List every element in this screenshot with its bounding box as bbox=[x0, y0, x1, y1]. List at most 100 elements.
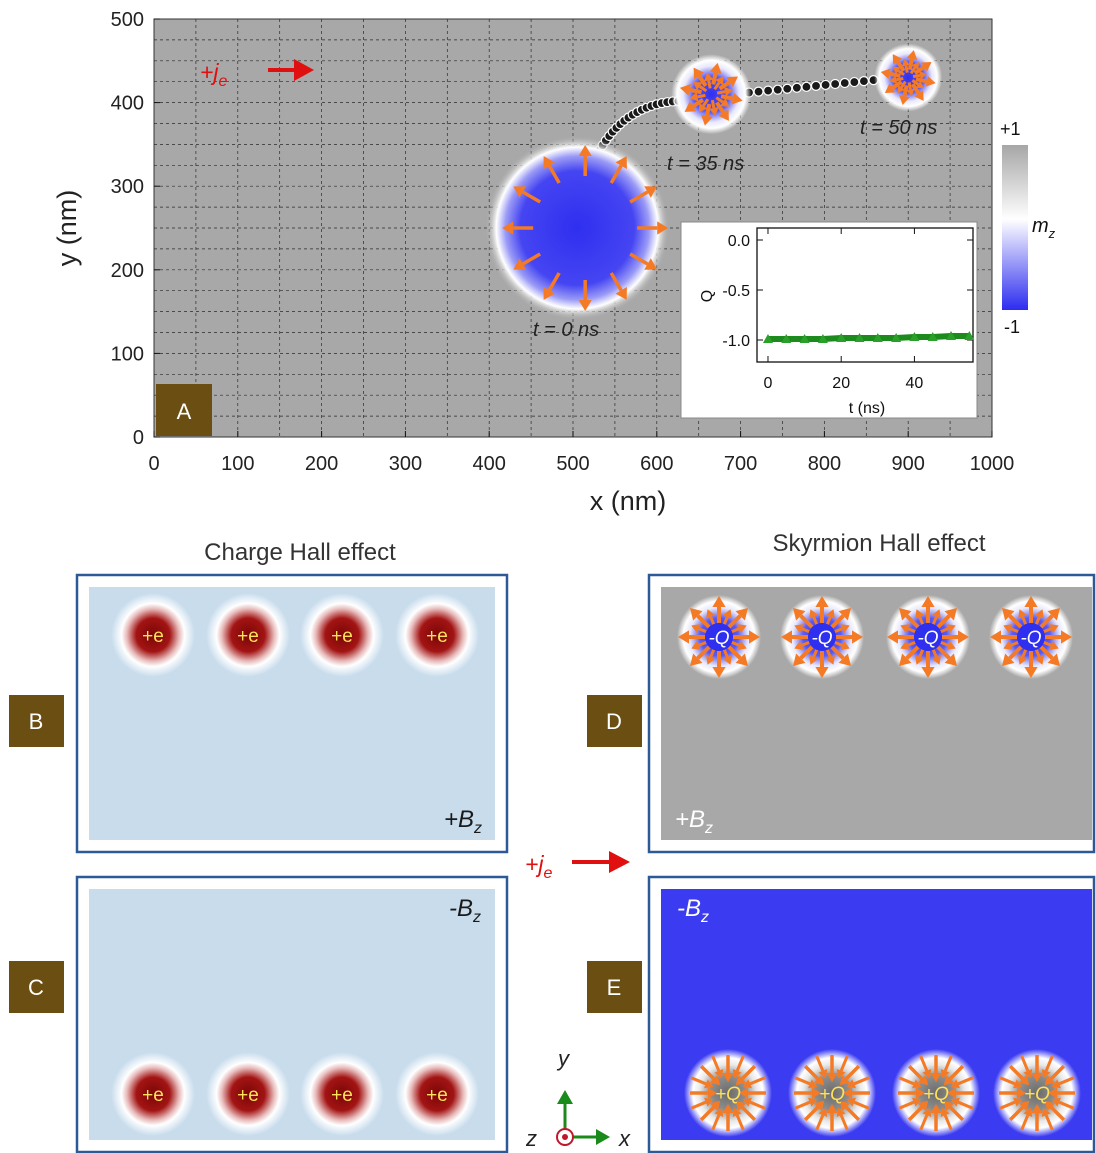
spin-arrow-head bbox=[502, 221, 514, 235]
spin-arrow-shaft bbox=[547, 164, 561, 184]
panel-d: -Q-Q-Q-Q +Bz D bbox=[587, 573, 1096, 854]
spin-arrow-shaft bbox=[815, 1114, 825, 1131]
spin-arrow-shaft bbox=[905, 645, 920, 660]
y-tick-label: 200 bbox=[111, 260, 144, 282]
snapshot-label-35: t = 35 ns bbox=[667, 153, 744, 175]
spin-arrow-head bbox=[1047, 608, 1060, 621]
spin-arrow-shaft bbox=[794, 1100, 811, 1110]
panel-a-label: A bbox=[177, 399, 192, 424]
charge-label: +e bbox=[426, 1085, 448, 1106]
spin-arrow-shaft bbox=[948, 1064, 965, 1081]
spin-arrow-head bbox=[703, 1097, 714, 1107]
spin-arrow-head bbox=[944, 608, 957, 621]
spin-arrow-shaft bbox=[915, 77, 928, 84]
spin-arrow-shaft bbox=[629, 190, 649, 204]
charge-label: +e bbox=[142, 626, 164, 647]
spin-arrow-head bbox=[818, 1107, 828, 1118]
colorbar-min-label: -1 bbox=[1004, 317, 1020, 337]
spin-arrow-head bbox=[578, 145, 592, 156]
spin-arrow-head bbox=[732, 1107, 742, 1118]
trajectory-dot bbox=[830, 78, 841, 90]
spin-arrow-shaft bbox=[1044, 1114, 1054, 1131]
inset-q-point bbox=[762, 334, 773, 343]
charge-blob bbox=[111, 593, 195, 677]
inset-q-point bbox=[836, 333, 847, 342]
spin-arrow-shaft bbox=[830, 645, 845, 660]
charge-blob bbox=[206, 1052, 290, 1136]
spin-arrow-head bbox=[712, 596, 726, 607]
spin-arrow-head bbox=[722, 609, 732, 619]
inset-q-point bbox=[946, 331, 957, 340]
spin-arrow-head bbox=[921, 62, 932, 72]
spin-arrow-head bbox=[846, 1079, 857, 1089]
spin-arrow-shaft bbox=[896, 60, 906, 72]
spin-arrow-shaft bbox=[1008, 1105, 1025, 1122]
panel-a-skyrmions bbox=[485, 43, 943, 320]
inset-q-point bbox=[909, 332, 920, 341]
trajectory-dot bbox=[791, 82, 802, 93]
spin-arrow-shaft bbox=[844, 1064, 861, 1081]
skyrmion-t0 bbox=[485, 136, 670, 320]
skyrmion-e-label: +Q bbox=[715, 1084, 741, 1105]
spin-arrow-shaft bbox=[727, 614, 742, 629]
spin-arrow-shaft bbox=[691, 98, 705, 109]
spin-arrow-head bbox=[840, 640, 850, 650]
charge-label: +e bbox=[142, 1085, 164, 1106]
spin-arrow-shaft bbox=[911, 79, 919, 86]
skyrmion-d-core bbox=[808, 623, 836, 651]
spin-arrow-head bbox=[710, 1075, 721, 1086]
panel-a-label-box bbox=[156, 384, 212, 436]
panel-c-label: C bbox=[28, 975, 44, 1000]
spin-arrow-head bbox=[911, 1097, 922, 1107]
axis-z-letter: z bbox=[525, 1126, 537, 1151]
spin-arrow-head bbox=[513, 258, 527, 270]
spin-arrow-head bbox=[809, 609, 819, 619]
skyrmion-hall-title: Skyrmion Hall effect bbox=[773, 530, 986, 557]
inset-x-tick-label: 0 bbox=[764, 375, 773, 392]
x-tick-label: 600 bbox=[640, 453, 673, 475]
inset-q-point bbox=[927, 332, 938, 341]
spin-arrow-shaft bbox=[735, 1055, 745, 1072]
charge-blob bbox=[300, 1052, 384, 1136]
trajectory-dot bbox=[820, 79, 831, 91]
spin-arrow-shaft bbox=[919, 1055, 929, 1072]
spin-arrow-head bbox=[703, 1079, 714, 1089]
charge-blob bbox=[395, 593, 479, 677]
spin-arrow-head bbox=[946, 624, 956, 634]
spin-arrow-shaft bbox=[690, 1100, 707, 1110]
spin-arrow-shaft bbox=[957, 1076, 974, 1086]
colorbar-gradient bbox=[1002, 145, 1028, 310]
panel-a-current-arrow bbox=[268, 59, 314, 81]
spin-arrow-head bbox=[543, 156, 555, 169]
panel-d-field-label: +Bz bbox=[675, 806, 713, 837]
spin-arrow-head bbox=[921, 596, 935, 607]
x-tick-label: 400 bbox=[473, 453, 506, 475]
spin-arrow-shaft bbox=[815, 1055, 825, 1072]
spin-arrow-head bbox=[826, 1104, 838, 1113]
spin-arrow-head bbox=[793, 653, 806, 666]
spin-arrow-head bbox=[958, 630, 969, 644]
inset-xlabel: t (ns) bbox=[849, 400, 885, 417]
spin-arrow-head bbox=[892, 54, 903, 65]
spin-arrow-head bbox=[1012, 1097, 1023, 1107]
spin-arrow-head bbox=[737, 640, 747, 650]
spin-arrow-head bbox=[836, 1068, 846, 1079]
panel-b-label: B bbox=[29, 709, 44, 734]
spin-arrow-head bbox=[735, 1075, 746, 1086]
spin-arrow-shaft bbox=[547, 272, 561, 292]
spin-arrow-head bbox=[930, 1073, 942, 1082]
x-tick-label: 1000 bbox=[970, 453, 1015, 475]
spin-arrow-head bbox=[940, 1107, 950, 1118]
spin-arrow-head bbox=[1024, 596, 1038, 607]
spin-arrow-head bbox=[693, 81, 703, 91]
spin-arrow-shaft bbox=[957, 1100, 974, 1110]
spin-arrow-head bbox=[615, 156, 627, 169]
spin-arrow-shaft bbox=[889, 71, 901, 78]
spin-arrow-head bbox=[513, 186, 527, 198]
spin-arrow-head bbox=[1002, 653, 1015, 666]
spin-arrow-head bbox=[737, 624, 747, 634]
spin-arrow-shaft bbox=[794, 1076, 811, 1086]
spin-arrow-head bbox=[794, 624, 804, 634]
spin-arrow-shaft bbox=[696, 645, 711, 660]
spin-arrow-head bbox=[701, 114, 713, 126]
